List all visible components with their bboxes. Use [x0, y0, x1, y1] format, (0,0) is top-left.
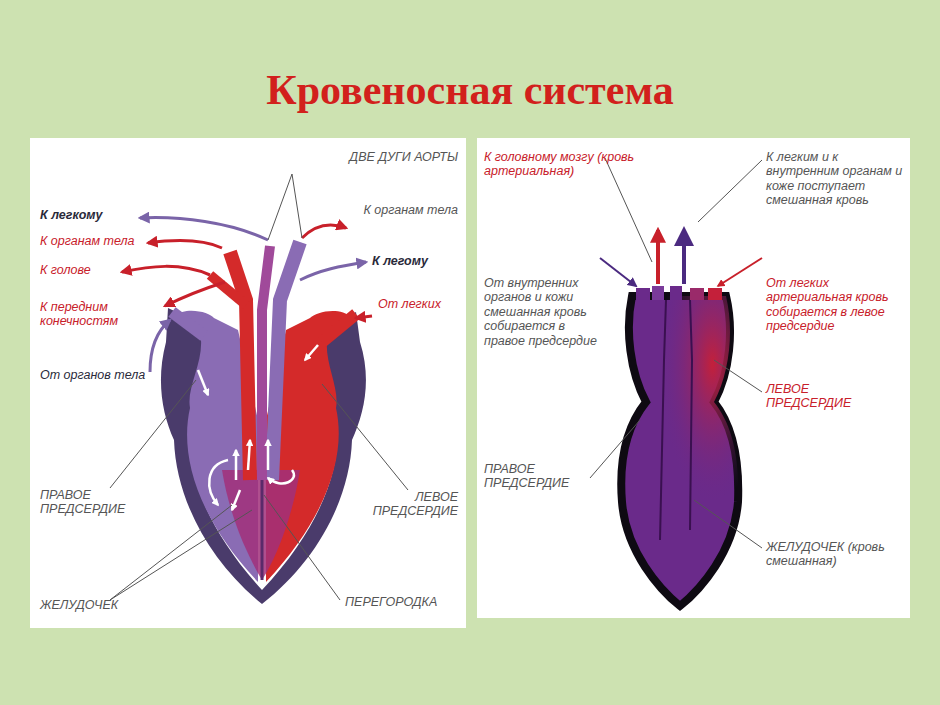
- illustration-part: [660, 300, 666, 540]
- illustration-part: [690, 300, 692, 530]
- label: К головному мозгу (кровь артериальная): [484, 150, 652, 179]
- illustration-part: [708, 288, 722, 300]
- illustration-part: [292, 174, 302, 238]
- label: К органам тела: [40, 234, 150, 248]
- label: ПЕРЕГОРОДКА: [345, 595, 460, 609]
- label: От легких артериальная кровь собирается …: [766, 276, 904, 334]
- illustration-part: [272, 242, 300, 480]
- illustration-part: [110, 510, 252, 600]
- illustration-part: [222, 470, 300, 580]
- illustration-part: [690, 288, 704, 300]
- label: ЖЕЛУДОЧЕК: [40, 598, 150, 612]
- label: К передним конечностям: [40, 300, 160, 329]
- illustration-part: [248, 440, 250, 470]
- illustration-part: [268, 470, 294, 483]
- illustration-part: [356, 316, 372, 318]
- illustration-part: [718, 258, 762, 286]
- label: От внутренних органов и кожи смешанная к…: [484, 276, 602, 348]
- label: ЛЕВОЕ ПРЕДСЕРДИЕ: [766, 382, 896, 411]
- label: К легкому: [40, 208, 150, 222]
- illustration-part: [172, 312, 204, 336]
- illustration-part: [590, 420, 640, 478]
- illustration-part: [235, 450, 238, 480]
- septum: [261, 470, 264, 580]
- label: ДВЕ ДУГИ АОРТЫ: [318, 150, 458, 164]
- frog-heart: [590, 158, 762, 606]
- illustration-part: [302, 225, 346, 238]
- title: Кровеносная система: [0, 66, 940, 114]
- illustration-part: [305, 345, 318, 360]
- illustration-part: [148, 241, 222, 248]
- illustration-part: [694, 500, 762, 548]
- illustration-part: [110, 380, 196, 488]
- illustration-part: [652, 286, 664, 300]
- label: К голове: [40, 263, 150, 277]
- illustration-part: [122, 266, 210, 275]
- illustration-part: [300, 262, 366, 280]
- illustration-part: [621, 296, 738, 606]
- illustration-part: [230, 252, 250, 480]
- illustration-part: [264, 495, 340, 600]
- label: ПРАВОЕ ПРЕДСЕРДИЕ: [40, 488, 152, 517]
- illustration-part: [682, 230, 686, 284]
- label: ЖЕЛУДОЧЕК (кровь смешанная): [766, 540, 904, 569]
- illustration-part: [198, 345, 318, 510]
- illustration-part: [262, 246, 270, 480]
- illustration-part: [322, 384, 408, 490]
- illustration-part: [140, 218, 268, 240]
- illustration-part: [600, 258, 636, 286]
- illustration-part: [590, 158, 762, 548]
- illustration-part: [656, 230, 660, 284]
- label: ЛЕВОЕ ПРЕДСЕРДИЕ: [350, 490, 458, 519]
- right-panel: [477, 138, 910, 618]
- label: К легому: [372, 254, 458, 268]
- label: К органам тела: [352, 203, 458, 217]
- label: От органов тела: [40, 368, 148, 382]
- label: От легких: [378, 297, 458, 311]
- left-panel: [30, 138, 466, 628]
- illustration-part: [268, 174, 292, 240]
- illustration-part: [210, 275, 246, 305]
- illustration-part: [209, 460, 228, 505]
- illustration-part: [621, 296, 738, 606]
- illustration-part: [110, 505, 232, 600]
- illustration-part: [267, 440, 270, 470]
- illustration-part: [636, 288, 650, 300]
- illustration-part: [150, 320, 170, 372]
- illustration-part: [714, 360, 762, 392]
- illustration-part: [110, 174, 408, 600]
- label: К легким и к внутренним органам и коже п…: [766, 150, 906, 208]
- illustration-part: [322, 314, 356, 342]
- illustration-part: [670, 286, 682, 300]
- illustration-part: [165, 282, 225, 306]
- illustration-part: [232, 490, 240, 510]
- illustration-part: [198, 370, 208, 395]
- illustration-part: [698, 160, 762, 222]
- reptile-heart: [110, 174, 408, 604]
- illustration-part: [605, 158, 652, 262]
- label: ПРАВОЕ ПРЕДСЕРДИЕ: [484, 462, 602, 491]
